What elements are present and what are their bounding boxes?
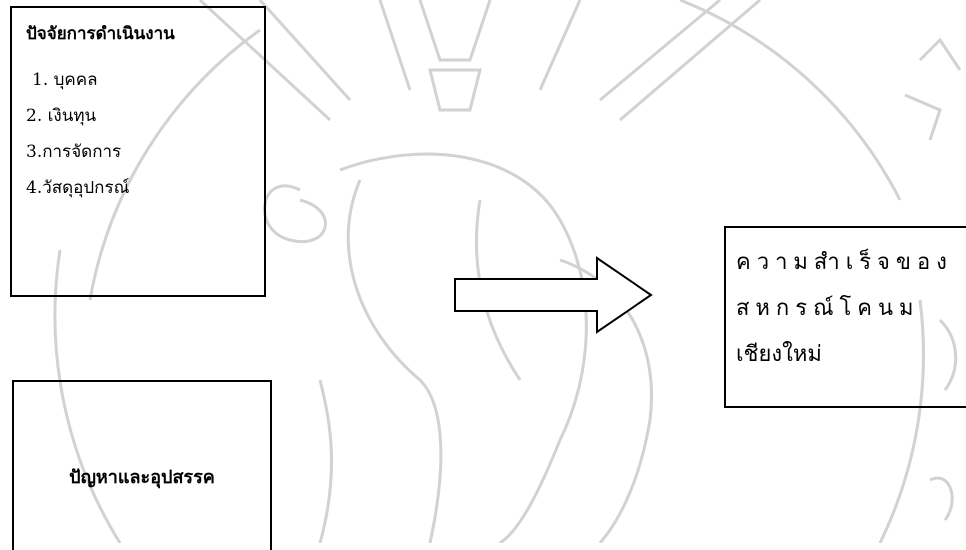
problems-box: ปัญหาและอุปสรรค bbox=[12, 380, 272, 550]
factors-list: 1. บุคคล 2. เงินทุน 3.การจัดการ 4.วัสดุอ… bbox=[26, 69, 250, 199]
success-box: ความสำเร็จของ สหกรณ์โคนม เชียงใหม่ bbox=[724, 226, 966, 408]
right-arrow-icon bbox=[452, 255, 657, 335]
factors-box: ปัจจัยการดำเนินงาน 1. บุคคล 2. เงินทุน 3… bbox=[10, 6, 266, 297]
factor-item-capital: 2. เงินทุน bbox=[26, 105, 250, 127]
success-line-1: ความสำเร็จของ bbox=[736, 248, 966, 278]
factor-item-materials: 4.วัสดุอุปกรณ์ bbox=[26, 177, 250, 199]
success-line-3: เชียงใหม่ bbox=[736, 340, 966, 370]
factor-item-personnel: 1. บุคคล bbox=[26, 69, 250, 91]
factors-title: ปัจจัยการดำเนินงาน bbox=[26, 20, 250, 47]
factor-item-management: 3.การจัดการ bbox=[26, 141, 250, 163]
success-line-2: สหกรณ์โคนม bbox=[736, 294, 966, 324]
problems-label: ปัญหาและอุปสรรค bbox=[14, 462, 270, 491]
